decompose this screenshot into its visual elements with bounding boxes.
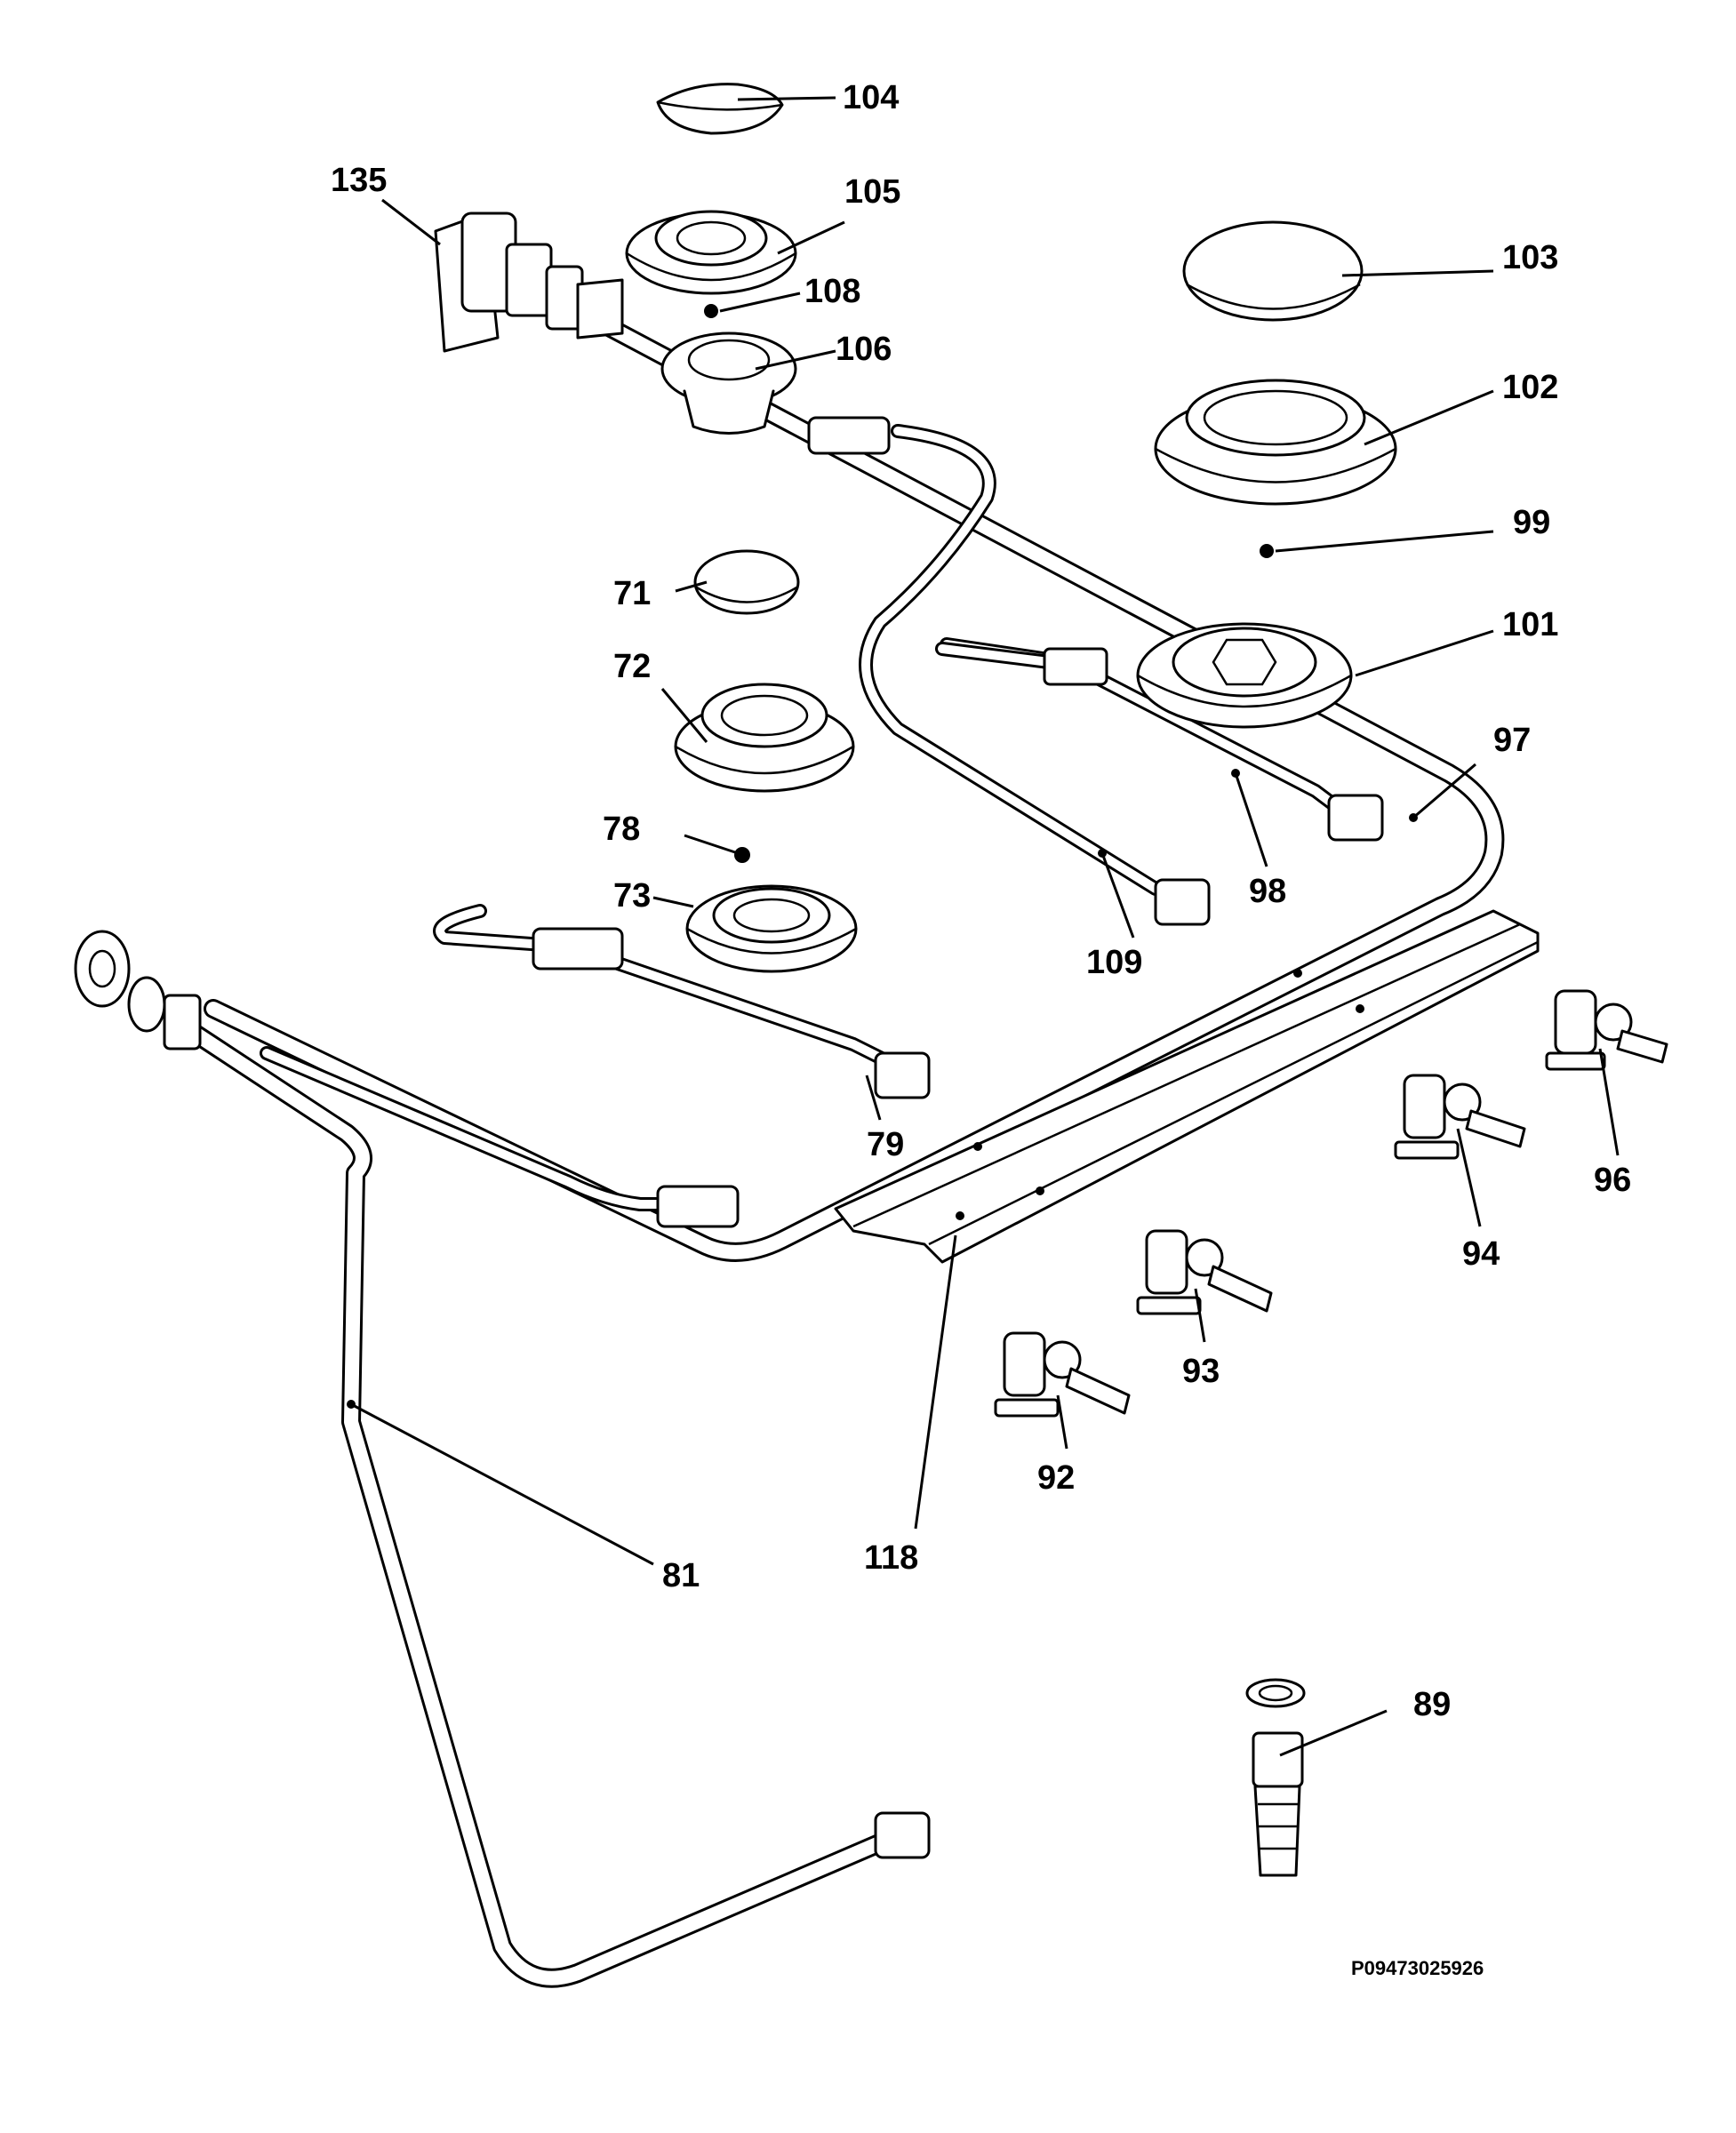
- callout-71: 71: [613, 575, 651, 612]
- part-callouts: 104 135 105 108 106 103 102 99 101 71 72…: [331, 79, 1631, 1723]
- gas-manifold-pipe-icon: [204, 235, 1505, 1262]
- gas-pipe-icon: [859, 424, 1163, 896]
- gas-tap-icon: [1545, 989, 1668, 1071]
- callout-105: 105: [844, 173, 900, 211]
- callout-94: 94: [1462, 1235, 1500, 1273]
- pipe-nut-icon: [532, 416, 1384, 1859]
- callout-96: 96: [1594, 1162, 1631, 1199]
- callout-72: 72: [613, 648, 651, 685]
- callout-89: 89: [1413, 1686, 1451, 1723]
- gas-inlet-fitting-icon: [74, 930, 202, 1051]
- callout-92: 92: [1037, 1459, 1075, 1497]
- gas-tap-icon: [1136, 1229, 1273, 1315]
- callout-118: 118: [864, 1539, 918, 1577]
- gas-pipe-icon: [260, 1046, 683, 1211]
- callout-99: 99: [1513, 504, 1550, 541]
- callout-81: 81: [662, 1557, 700, 1594]
- callout-98: 98: [1249, 873, 1286, 910]
- burner-crown-large-icon: [1154, 379, 1397, 506]
- gas-pipe-icon: [168, 1012, 908, 1988]
- injector-icon: [704, 304, 718, 318]
- gas-pipe-icon: [433, 904, 905, 1074]
- callout-103: 103: [1502, 239, 1558, 276]
- callout-106: 106: [836, 331, 892, 368]
- gas-inlet-elbow-icon: [434, 212, 624, 353]
- burner-base-medium-icon: [685, 884, 858, 973]
- hose-connector-icon: [1245, 1678, 1306, 1877]
- callout-104: 104: [843, 79, 899, 116]
- injector-icon: [1260, 544, 1274, 558]
- burner-cap-small-icon: [656, 83, 784, 135]
- burner-crown-icon: [625, 210, 797, 295]
- callout-97: 97: [1493, 722, 1531, 759]
- leader-lines: [347, 96, 1620, 1757]
- callout-135: 135: [331, 162, 387, 199]
- callout-102: 102: [1502, 369, 1558, 406]
- burner-cap-medium-icon: [693, 549, 800, 615]
- diagram-reference-code: P09473025926: [1351, 1957, 1484, 1979]
- callout-108: 108: [804, 273, 860, 310]
- gas-pipe-icon: [935, 642, 1108, 686]
- callout-109: 109: [1086, 944, 1142, 981]
- callout-73: 73: [613, 877, 651, 915]
- gas-tap-icon: [1394, 1074, 1526, 1160]
- burner-crown-medium-icon: [674, 683, 855, 793]
- mounting-bracket-icon: [834, 909, 1540, 1264]
- callout-101: 101: [1502, 606, 1558, 643]
- burner-cap-large-icon: [1182, 220, 1364, 322]
- burner-base-large-icon: [1136, 622, 1353, 729]
- gas-tap-icon: [994, 1331, 1131, 1418]
- callout-78: 78: [603, 811, 640, 848]
- burner-base-icon: [660, 332, 797, 435]
- callout-79: 79: [867, 1126, 904, 1163]
- injector-icon: [734, 847, 750, 863]
- callout-93: 93: [1182, 1353, 1220, 1390]
